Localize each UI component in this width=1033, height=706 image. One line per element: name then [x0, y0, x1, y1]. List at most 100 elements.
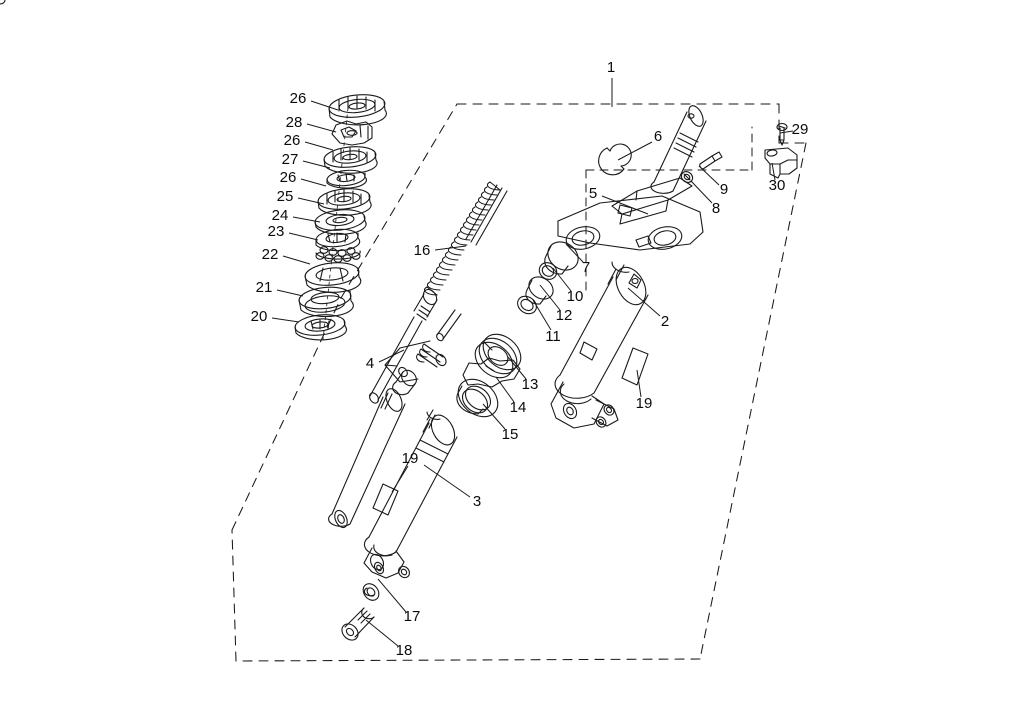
callout-label-8: 8: [712, 200, 720, 217]
part-11-o-ring: [517, 295, 537, 315]
part-4-spring-collar: [416, 343, 447, 368]
leader-line-21: [276, 289, 304, 297]
leader-line-8: [690, 180, 713, 204]
callout-label-30: 30: [769, 177, 786, 194]
leader-line-12: [539, 284, 561, 311]
leader-line-16: [434, 245, 467, 251]
part-29-screw: [776, 122, 788, 146]
right-upper-fork-tube: [650, 105, 707, 194]
callout-label-11: 11: [545, 328, 561, 345]
part-26-middle-ring-nut: [323, 146, 378, 174]
part-16-fork-spring: [0, 0, 508, 404]
part-4-inner-rod: [436, 309, 462, 342]
callout-label-2: 2: [661, 313, 669, 330]
part-8-washer: [680, 171, 694, 183]
callout-label-25: 25: [277, 188, 294, 205]
leader-line-19: [636, 369, 642, 398]
leader-line-17: [377, 578, 407, 613]
triple-clamp: [557, 195, 704, 251]
callout-label-14: 14: [510, 399, 527, 416]
callout-label-19: 19: [636, 395, 653, 412]
left-inner-fork-tube: [328, 388, 406, 529]
leader-line-14: [495, 376, 515, 403]
leader-line-7: [565, 243, 584, 263]
part-25-bearing-cover: [314, 209, 367, 235]
callout-label-18: 18: [396, 642, 413, 659]
leader-line-6: [617, 141, 653, 161]
part-27-washer: [326, 169, 367, 189]
callout-label-26: 26: [290, 90, 307, 107]
leader-line-3: [423, 464, 471, 498]
leader-line-25: [297, 197, 325, 205]
leader-line-10: [552, 267, 572, 292]
callout-label-28: 28: [286, 114, 303, 131]
leader-line-30: [771, 162, 776, 181]
part-26-lower-ring-nut: [317, 188, 372, 216]
part-19-right-decal: [621, 347, 649, 386]
callout-label-1: 1: [607, 59, 615, 76]
leader-line-18: [365, 619, 399, 647]
leader-line-4: [378, 349, 405, 363]
part-28-lock-washer: [331, 120, 373, 146]
part-18-bolt: [341, 607, 375, 641]
part-24-upper-race: [315, 228, 361, 252]
leader-line-26: [300, 178, 327, 187]
leader-line-26: [310, 100, 339, 111]
part-4-slide-bushing: [392, 366, 417, 396]
callout-leader-lines: [271, 78, 794, 647]
part-22-lower-bearing-cone: [304, 262, 362, 293]
callout-number-labels: 1234567891011121314151617181919202122232…: [251, 59, 809, 659]
callout-label-12: 12: [556, 307, 573, 324]
leader-line-19: [391, 465, 409, 493]
leader-line-13: [507, 356, 527, 380]
callout-label-27: 27: [282, 151, 299, 168]
leader-line-23: [288, 232, 319, 241]
leader-line-5: [601, 195, 649, 215]
part-26-upper-ring-nut: [328, 94, 387, 126]
callout-label-29: 29: [792, 121, 809, 138]
part-21-lower-race-ring: [298, 286, 354, 318]
callout-label-6: 6: [654, 128, 662, 145]
callout-label-4: 4: [366, 355, 374, 372]
part-15-seal-guide: [456, 378, 499, 418]
part-19-left-decal: [372, 483, 399, 516]
callout-label-26: 26: [280, 169, 297, 186]
part-2-right-fork-leg: [550, 261, 649, 429]
callout-label-13: 13: [522, 376, 539, 393]
leader-line-28: [306, 123, 337, 133]
leader-line-27: [302, 160, 331, 169]
callout-label-24: 24: [272, 207, 289, 224]
part-14-retaining-clip: [462, 357, 521, 388]
leader-line-9: [698, 165, 720, 186]
callout-label-10: 10: [567, 288, 584, 305]
leader-line-20: [271, 317, 300, 323]
leader-line-11: [532, 299, 552, 331]
leader-line-26: [304, 141, 334, 151]
leader-line-29: [779, 130, 794, 134]
part-9-bolt: [699, 151, 723, 170]
part-6-circlip: [598, 143, 632, 176]
leader-line-2: [627, 287, 661, 317]
callout-label-7: 7: [582, 259, 590, 276]
callout-label-26: 26: [284, 132, 301, 149]
part-23-ball-bearing-set: [315, 246, 361, 263]
callout-label-19: 19: [402, 450, 419, 467]
leader-line-15: [482, 403, 506, 430]
callout-label-5: 5: [589, 185, 597, 202]
callout-label-22: 22: [262, 246, 279, 263]
callout-label-20: 20: [251, 308, 268, 325]
callout-label-9: 9: [720, 181, 728, 198]
leader-line-24: [292, 216, 321, 223]
callout-label-16: 16: [414, 242, 431, 259]
leader-line-22: [282, 255, 311, 265]
callout-label-3: 3: [473, 493, 481, 510]
callout-label-17: 17: [404, 608, 421, 625]
assembly-boundary-dashed: [231, 103, 807, 662]
part-17-washer: [362, 583, 380, 601]
callout-label-15: 15: [502, 426, 519, 443]
part-4-bracket-leader: [384, 340, 431, 383]
part-20-dust-seal: [294, 314, 348, 341]
